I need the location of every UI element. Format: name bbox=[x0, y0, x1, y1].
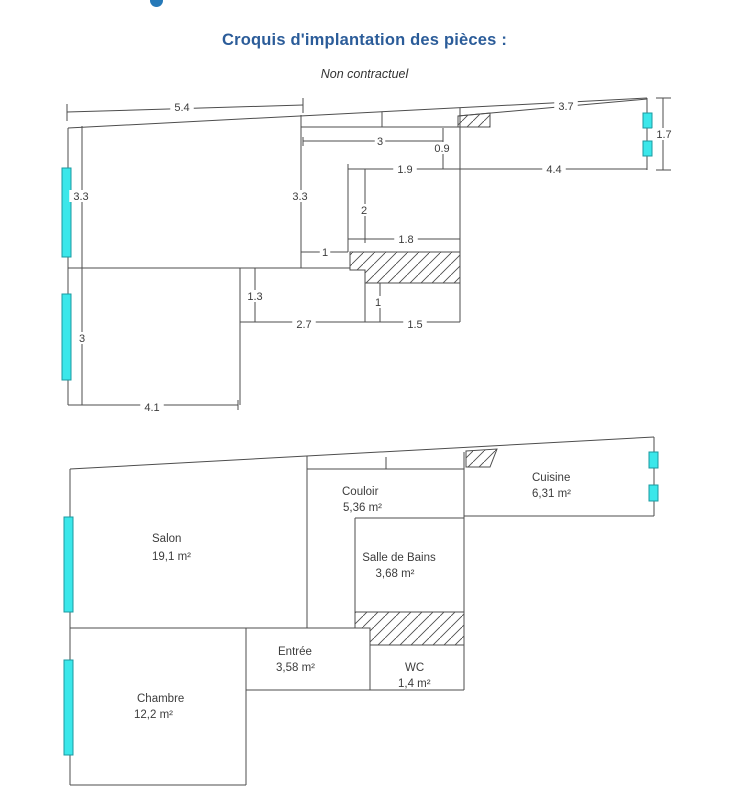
window-marker bbox=[648, 451, 659, 469]
dimension-label-bg bbox=[430, 142, 454, 154]
page-subtitle: Non contractuel bbox=[320, 67, 409, 81]
dimension-label-bg bbox=[288, 190, 312, 202]
room-name-label: Cuisine bbox=[532, 472, 570, 484]
dimension-label: 4.4 bbox=[546, 164, 561, 176]
room-area-label: 12,2 m² bbox=[134, 709, 173, 721]
dimension-label: 1.8 bbox=[398, 234, 413, 246]
room-area-label: 5,36 m² bbox=[343, 502, 382, 514]
dimension-label: 3 bbox=[79, 333, 85, 345]
room-area-label: 19,1 m² bbox=[152, 551, 191, 563]
dimension-label: 2 bbox=[361, 205, 367, 217]
dimension-label-bg bbox=[374, 135, 386, 147]
room-area-label: 3,58 m² bbox=[276, 662, 315, 674]
dimension-label: 3.3 bbox=[292, 191, 307, 203]
dimension-label-bg bbox=[372, 296, 384, 308]
room-area-label: 1,4 m² bbox=[398, 678, 431, 690]
logo-mark-fragment bbox=[150, 0, 163, 7]
dimension-label-bg bbox=[554, 100, 578, 112]
dimension-label-bg bbox=[170, 101, 194, 113]
dimension-label-bg bbox=[394, 233, 418, 245]
dimension-label: 0.9 bbox=[434, 143, 449, 155]
dimension-plan: 5.4 3.7 1.7 3.3 3.3 3 0.9 1.9 4.4 2 1.8 1 1.3 1 2.7 1.5… bbox=[61, 97, 676, 414]
dimension-label-bg bbox=[69, 190, 93, 202]
hatched-area bbox=[457, 112, 491, 128]
wall-or-dimension-line bbox=[67, 97, 648, 129]
hatched-area bbox=[354, 611, 465, 646]
room-name-label: Couloir bbox=[342, 486, 379, 498]
room-name-label: Chambre bbox=[137, 693, 184, 705]
window-marker bbox=[63, 659, 74, 756]
dimension-label-bg bbox=[393, 163, 417, 175]
dimension-label-bg bbox=[319, 246, 331, 258]
wall-or-dimension-line bbox=[69, 436, 655, 470]
window-marker bbox=[642, 140, 653, 157]
window-marker bbox=[61, 167, 72, 258]
room-name-label: Entrée bbox=[278, 646, 312, 658]
window-marker bbox=[63, 516, 74, 613]
dimension-label-bg bbox=[358, 204, 370, 216]
dimension-label: 5.4 bbox=[174, 102, 189, 114]
page-title: Croquis d'implantation des pièces : bbox=[221, 31, 508, 49]
dimension-label-bg bbox=[292, 318, 316, 330]
room-area-label: 3,68 m² bbox=[376, 568, 415, 580]
dimension-label: 1 bbox=[322, 247, 328, 259]
dimension-label-bg bbox=[542, 163, 566, 175]
dimension-label-bg bbox=[652, 128, 676, 140]
hatched-area bbox=[465, 448, 498, 468]
room-area-label: 6,31 m² bbox=[532, 488, 571, 500]
dimension-label-bg bbox=[243, 290, 267, 302]
window-marker bbox=[61, 293, 72, 381]
dimension-label: 4.1 bbox=[144, 402, 159, 414]
dimension-label: 1.9 bbox=[397, 164, 412, 176]
window-marker bbox=[642, 112, 653, 129]
dimension-label: 1.5 bbox=[407, 319, 422, 331]
dimension-label-bg bbox=[76, 332, 88, 344]
dimension-label: 2.7 bbox=[296, 319, 311, 331]
window-marker bbox=[648, 484, 659, 502]
room-name-label: Salon bbox=[152, 533, 181, 545]
dimension-label: 1.3 bbox=[247, 291, 262, 303]
dimension-label: 1.7 bbox=[656, 129, 671, 141]
room-name-label: Salle de Bains bbox=[362, 552, 436, 564]
hatched-area bbox=[349, 251, 461, 284]
room-name-label: WC bbox=[405, 662, 424, 674]
dimension-label: 3.3 bbox=[73, 191, 88, 203]
dimension-label: 1 bbox=[375, 297, 381, 309]
dimension-label-bg bbox=[403, 318, 427, 330]
dimension-label-bg bbox=[140, 401, 164, 413]
dimension-label: 3.7 bbox=[558, 101, 573, 113]
dimension-label: 3 bbox=[377, 136, 383, 148]
room-plan: Salon 19,1 m² Couloir 5,36 m² Salle de Bains… bbox=[63, 436, 659, 786]
